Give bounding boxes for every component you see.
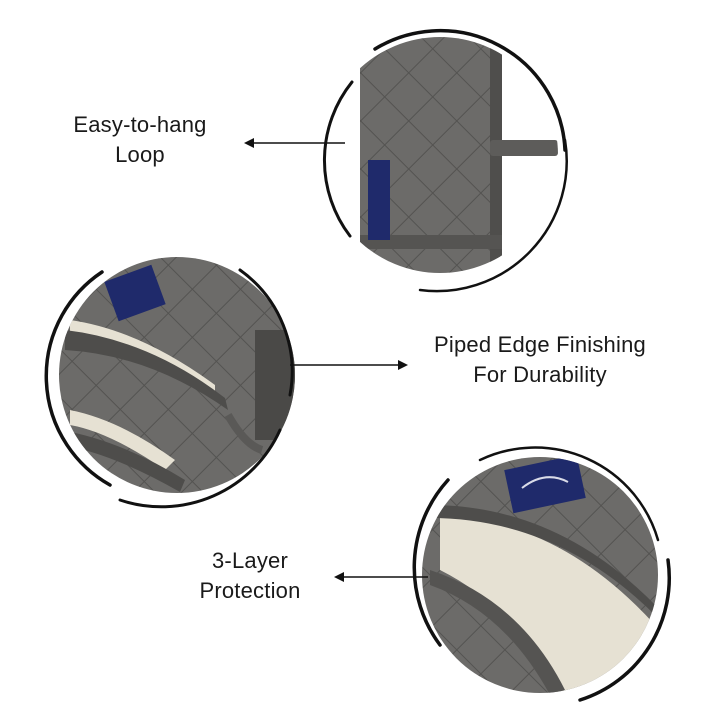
callout-line: For Durability	[473, 362, 607, 387]
callout-easy-to-hang-loop: Easy-to-hang Loop	[40, 110, 240, 170]
ring-arc-top-inner	[418, 138, 568, 293]
callout-line: Easy-to-hang	[73, 112, 207, 137]
arrow-left-icon	[334, 572, 428, 582]
callout-line: Protection	[199, 578, 301, 603]
callout-piped-edge-finishing: Piped Edge Finishing For Durability	[405, 330, 675, 390]
callout-three-layer-protection: 3-Layer Protection	[165, 546, 335, 606]
arrow-left-icon	[244, 138, 345, 148]
ring-arc-bot-right	[578, 558, 672, 702]
callout-line: Piped Edge Finishing	[434, 332, 646, 357]
ring-arc-top-left	[322, 80, 354, 238]
callout-line: Loop	[115, 142, 165, 167]
ring-arc-mid-right	[238, 268, 294, 397]
callout-line: 3-Layer	[212, 548, 288, 573]
three-layer-detail-image	[422, 457, 658, 693]
loop-detail-image	[322, 37, 558, 273]
ring-arc-bot-left	[412, 478, 450, 647]
ring-arc-mid-bottom	[118, 428, 282, 509]
ring-arc-mid-left	[44, 270, 112, 487]
ring-arc-bot-top	[478, 446, 660, 542]
piped-edge-detail-image	[59, 257, 295, 493]
ring-arc-top-outer	[373, 28, 567, 152]
arrow-right-icon	[290, 360, 408, 370]
